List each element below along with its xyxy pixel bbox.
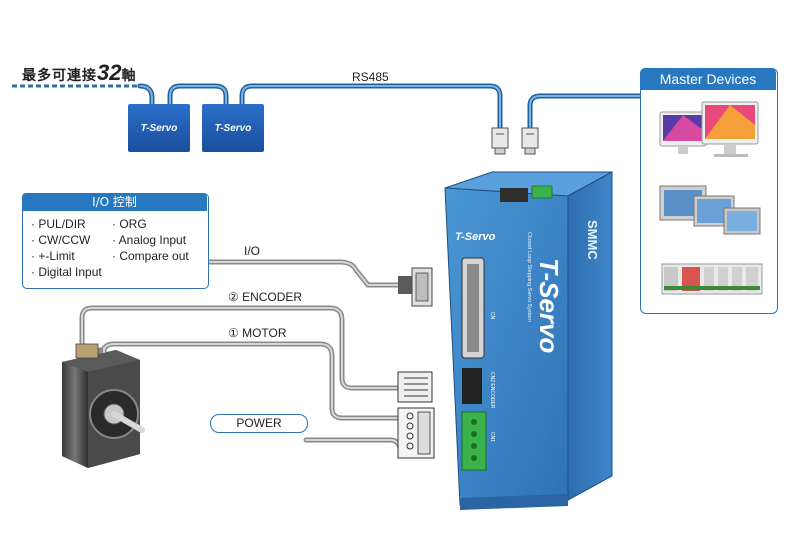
drive-cn-label: CN <box>489 312 495 320</box>
drive-cn2-label: CN2 ENCODER <box>489 372 495 409</box>
motor-cable-label: ① MOTOR <box>228 326 287 340</box>
axis-module-1: T-Servo <box>128 104 190 152</box>
io-db25-plug-icon <box>398 267 433 307</box>
rs485-label: RS485 <box>352 70 389 84</box>
io-item-analog-input: · Analog Input <box>112 233 187 247</box>
servo-drive <box>444 171 613 510</box>
max-axes-heading: 最多可連接32軸 <box>22 60 136 86</box>
master-devices-title: Master Devices <box>640 68 776 90</box>
io-item-pul-dir: · PUL/DIR <box>31 217 86 231</box>
heading-prefix: 最多可連接 <box>22 68 97 84</box>
stepper-motor-icon <box>62 343 145 468</box>
hmi-touch-panel-icon <box>659 185 761 235</box>
rs485-cable <box>137 83 643 133</box>
drive-front-brand: T-Servo <box>455 231 496 243</box>
io-cable <box>204 259 403 288</box>
drive-model: SMMC <box>585 220 600 260</box>
axis-module-2: T-Servo <box>202 104 264 152</box>
io-item-digital-input: · Digital Input <box>31 265 102 279</box>
encoder-plug-icon <box>397 371 433 403</box>
drive-subtitle: Closed Loop Stepping Servo System <box>526 232 532 322</box>
encoder-cable <box>79 305 403 391</box>
io-cable-label: I/O <box>244 244 261 258</box>
axis-module-1-brand: T-Servo <box>141 123 178 134</box>
drive-side-brand: T-Servo <box>534 258 564 353</box>
power-label: POWER <box>210 414 308 433</box>
io-item-limit: · +-Limit <box>31 249 75 263</box>
computer-icon <box>659 101 759 157</box>
io-control-title: I/O 控制 <box>22 193 207 211</box>
io-item-org: · ORG <box>112 217 147 231</box>
encoder-cable-label: ② ENCODER <box>228 290 303 304</box>
io-control-box: I/O 控制 · PUL/DIR · CW/CCW · +-Limit · Di… <box>22 193 209 289</box>
rj45-plug-right-icon <box>521 127 539 155</box>
rj45-plug-left-icon <box>491 127 509 155</box>
heading-suffix: 軸 <box>121 68 137 84</box>
drive-cn1-label: CN1 <box>489 432 495 442</box>
io-item-cw-ccw: · CW/CCW <box>31 233 91 247</box>
io-item-compare-out: · Compare out <box>112 249 189 263</box>
motor-power-terminal-icon <box>397 407 435 459</box>
motor-cable <box>97 341 403 421</box>
heading-number: 32 <box>97 60 122 85</box>
axis-module-2-brand: T-Servo <box>215 123 252 134</box>
plc-icon <box>661 263 763 295</box>
